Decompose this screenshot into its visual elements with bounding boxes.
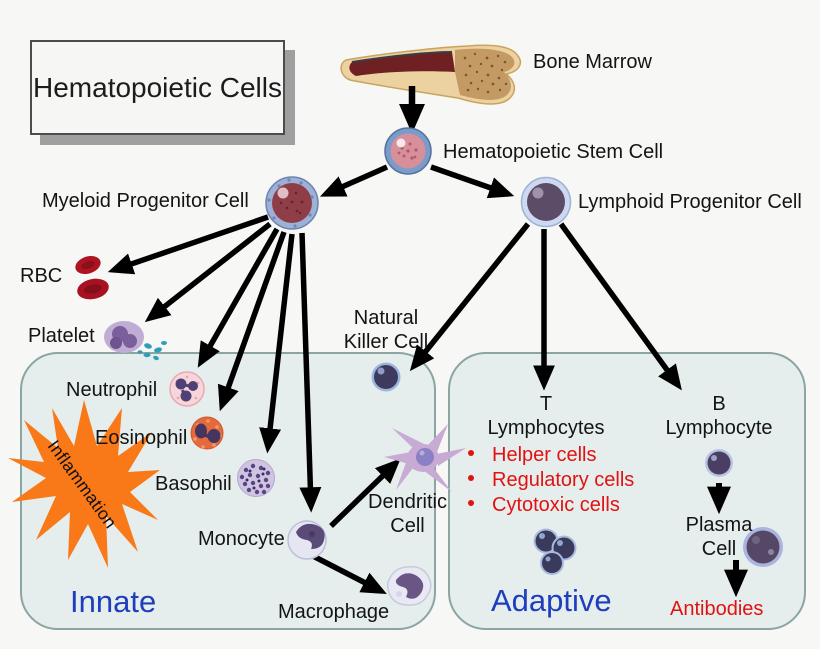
plasma-cell-label: Plasma Cell: [674, 513, 764, 561]
lymphoid-progenitor-image: [520, 176, 572, 228]
bullet-icon: [468, 450, 474, 456]
title-box: Hematopoietic Cells: [30, 40, 285, 135]
page-title: Hematopoietic Cells: [33, 71, 282, 103]
eosinophil-label: Eosinophil: [95, 427, 188, 449]
list-item: Cytotoxic cells: [468, 494, 634, 519]
myeloid-label: Myeloid Progenitor Cell: [42, 190, 249, 212]
eosinophil-image: [190, 416, 224, 450]
neutrophil-image: [169, 371, 205, 407]
dendritic-cell-label-line2: Cell: [390, 515, 425, 537]
lymphoid-label: Lymphoid Progenitor Cell: [578, 191, 802, 213]
stem-cell-image: [384, 127, 432, 175]
t-lymphocytes-label-line1: T: [539, 393, 553, 415]
myeloid-progenitor-image: [265, 176, 319, 230]
nk-cell-label-line1: Natural: [353, 307, 419, 329]
b-lymphocyte-label-line1: B: [712, 393, 726, 415]
t-bullet-helper: Helper cells: [492, 444, 597, 466]
t-bullet-cytotoxic: Cytotoxic cells: [492, 494, 620, 516]
inflammation-starburst: [8, 400, 160, 568]
bone-marrow-image: [340, 44, 522, 105]
antibodies-label: Antibodies: [670, 598, 764, 620]
t-lymphocytes-label-line2: Lymphocytes: [487, 417, 605, 439]
plasma-cell-label-line2: Cell: [701, 538, 737, 560]
bullet-icon: [468, 500, 474, 506]
nk-cell-image: [371, 362, 401, 392]
bone-marrow-label: Bone Marrow: [533, 51, 652, 73]
b-lymphocyte-image: [705, 449, 733, 477]
innate-panel-label: Innate: [70, 584, 157, 619]
rbc-label: RBC: [20, 265, 63, 287]
stem-cell-label: Hematopoietic Stem Cell: [443, 141, 664, 163]
list-item: Regulatory cells: [468, 469, 634, 494]
plasma-cell-image: [743, 527, 783, 567]
platelet-label: Platelet: [28, 325, 95, 347]
monocyte-label: Monocyte: [198, 528, 285, 550]
nk-cell-label-line2: Killer Cell: [343, 331, 429, 353]
rbc-image: [75, 255, 109, 300]
platelet-image: [104, 321, 167, 361]
t-lymphocyte-cluster-image: [533, 528, 577, 575]
macrophage-image: [387, 565, 432, 606]
b-lymphocyte-label: B Lymphocyte: [654, 392, 784, 440]
macrophage-label: Macrophage: [278, 601, 390, 623]
basophil-image: [237, 459, 275, 497]
nk-cell-label: Natural Killer Cell: [330, 306, 442, 354]
lineage-arrows: [107, 86, 748, 598]
b-lymphocyte-label-line2: Lymphocyte: [665, 417, 773, 439]
dendritic-cell-label: Dendritic Cell: [355, 490, 460, 538]
list-item: Helper cells: [468, 444, 634, 469]
t-lymphocytes-label: T Lymphocytes: [481, 392, 611, 440]
plasma-cell-label-line1: Plasma: [685, 514, 753, 536]
basophil-label: Basophil: [155, 473, 232, 495]
monocyte-image: [287, 520, 327, 560]
t-cell-types-list: Helper cells Regulatory cells Cytotoxic …: [468, 444, 634, 519]
adaptive-panel-label: Adaptive: [491, 583, 612, 618]
dendritic-cell-label-line1: Dendritic: [368, 491, 447, 513]
bullet-icon: [468, 475, 474, 481]
dendritic-cell-image: [384, 424, 466, 492]
t-bullet-regulatory: Regulatory cells: [492, 469, 635, 491]
neutrophil-label: Neutrophil: [66, 379, 158, 401]
